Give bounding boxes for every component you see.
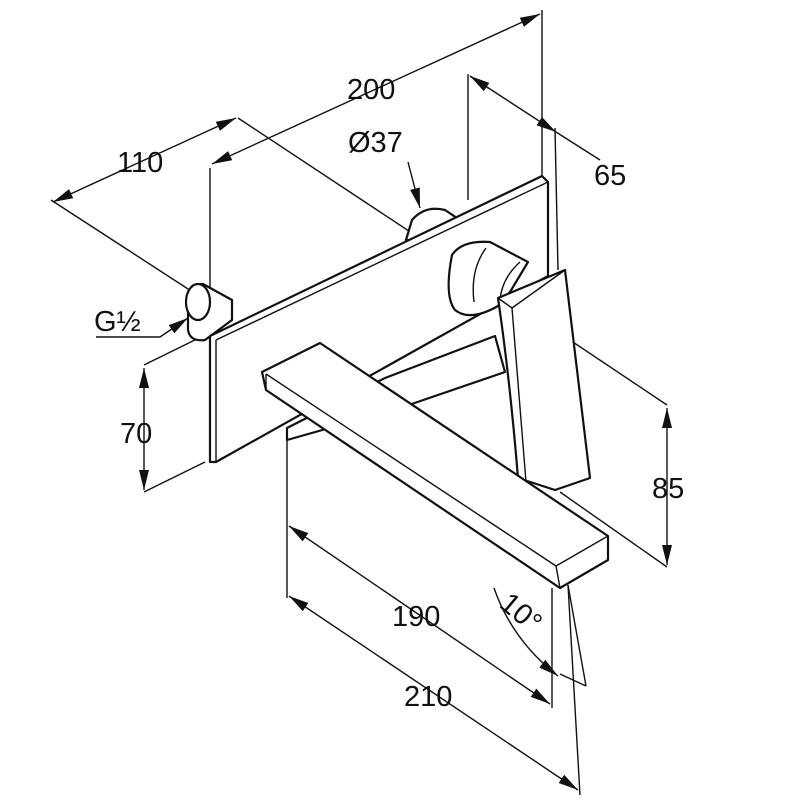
dim-line-210 — [288, 595, 579, 791]
dim-label-85: 85 — [652, 473, 684, 505]
dim-line-200 — [211, 13, 541, 165]
dim-label-65: 65 — [594, 160, 626, 192]
dimension-lines — [52, 13, 672, 791]
dim-label-70: 70 — [120, 418, 152, 450]
dim-label-10deg: 10° — [494, 587, 548, 640]
lever-handle — [496, 268, 592, 492]
dim-label-190: 190 — [392, 601, 440, 633]
lever-cartridge — [447, 240, 530, 317]
dim-label-thread: G½ — [94, 306, 141, 338]
thread-connector-face — [184, 282, 212, 322]
faucet-body — [184, 174, 610, 590]
dim-leader-diameter — [407, 161, 421, 209]
dim-line-110 — [52, 117, 237, 203]
dim-arc-10deg — [493, 587, 559, 677]
dim-label-110: 110 — [117, 147, 163, 179]
dim-leader-thread — [96, 317, 189, 338]
dim-label-210: 210 — [404, 681, 452, 713]
dim-label-diameter: Ø37 — [348, 127, 403, 159]
dim-label-200: 200 — [347, 74, 395, 106]
